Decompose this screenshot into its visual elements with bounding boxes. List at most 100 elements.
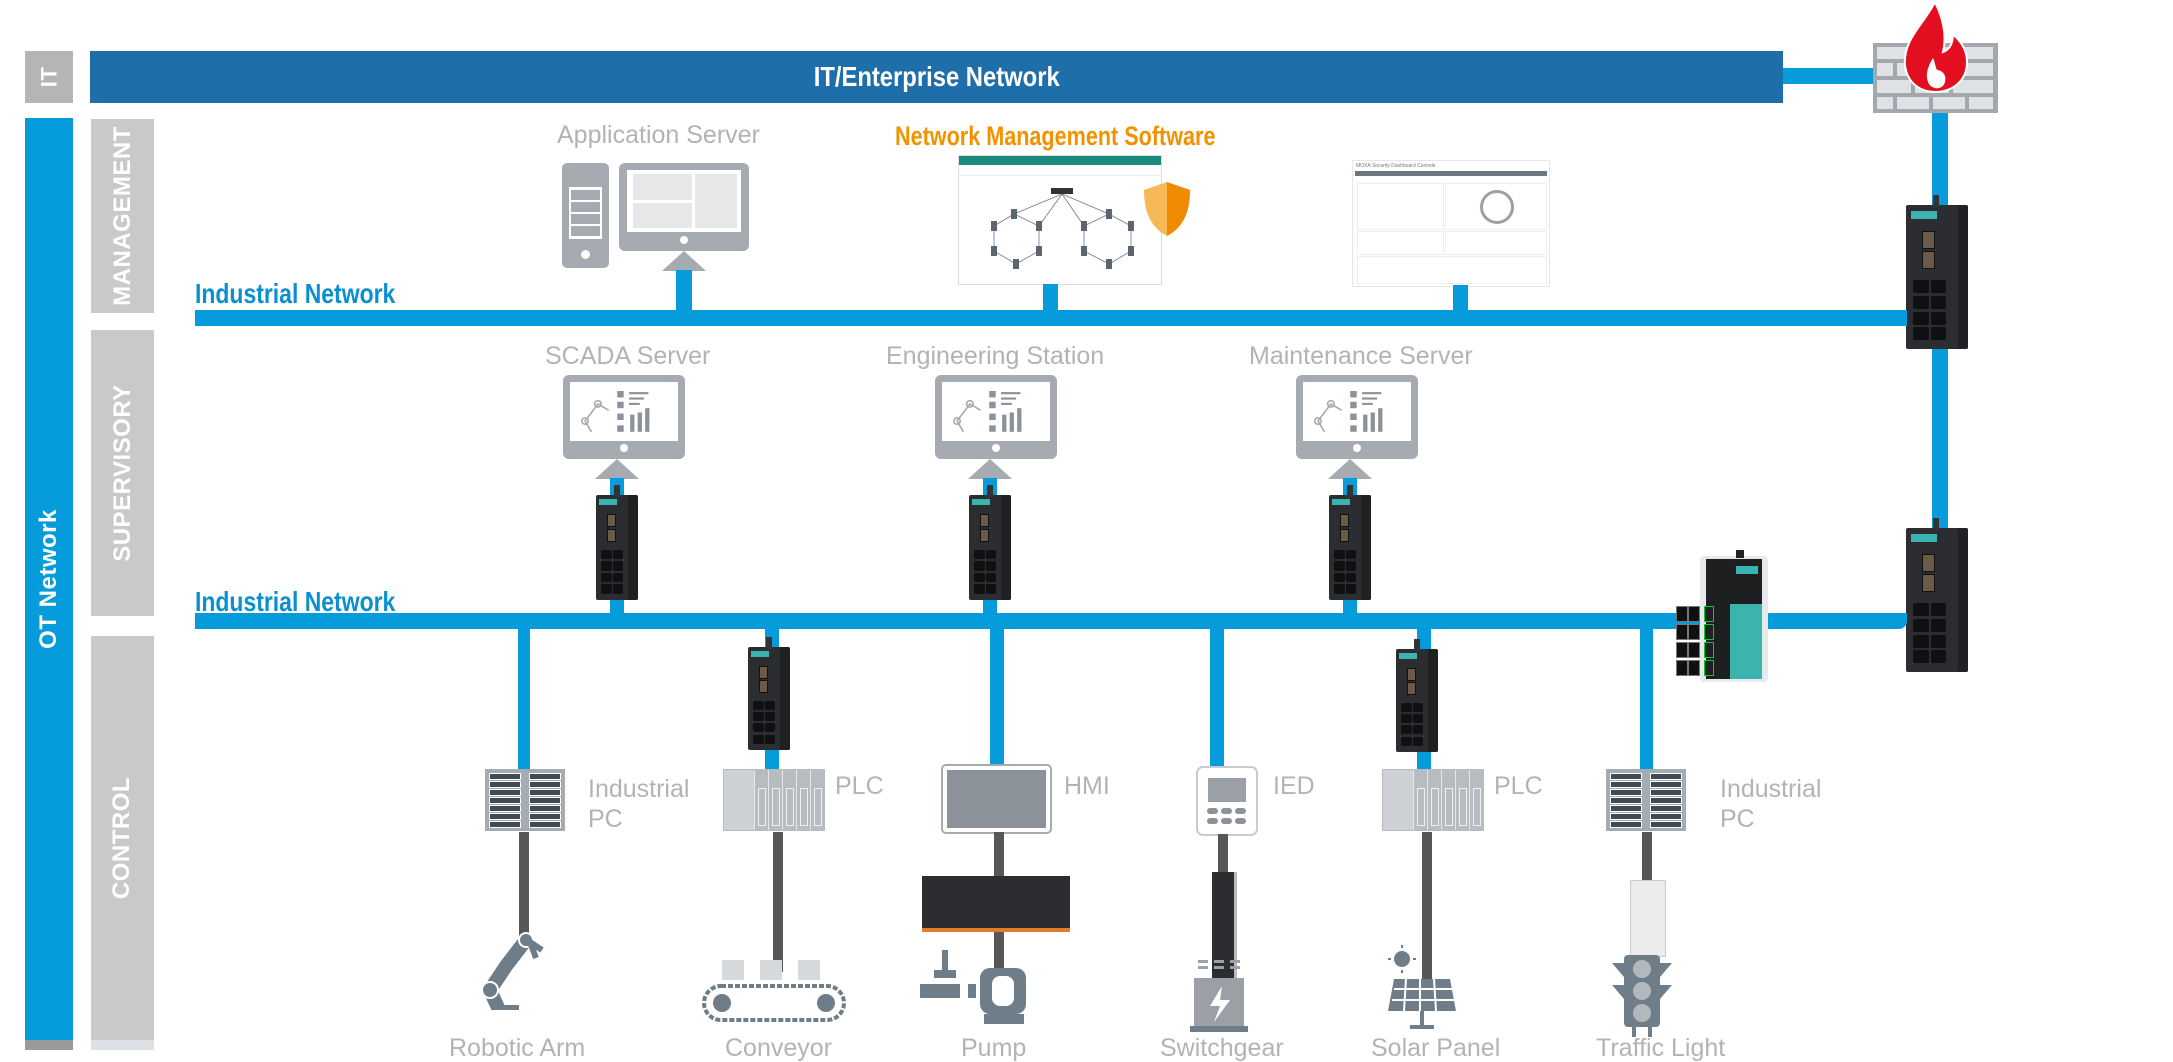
ied-button — [1221, 808, 1232, 814]
robotic-arm-label: Robotic Arm — [449, 1034, 586, 1062]
drive-bay — [489, 773, 521, 780]
engineering-station-label: Engineering Station — [886, 342, 1105, 370]
field-cable-2 — [773, 832, 783, 972]
drive-bay — [1610, 821, 1642, 828]
rj45-port — [1688, 606, 1700, 622]
plc-module — [1413, 770, 1428, 830]
drive-bay — [1610, 813, 1642, 820]
managed-ethernet-switch — [1676, 550, 1768, 682]
industrial-pc-icon-2 — [1606, 769, 1686, 831]
solar-panel-icon — [1380, 945, 1530, 1040]
monitor-stand — [595, 459, 639, 479]
scada-server-icon — [563, 375, 685, 459]
pump-icon — [920, 950, 1070, 1045]
router-vertical-link — [1932, 349, 1948, 529]
drive-bay — [529, 773, 561, 780]
drive-bay — [489, 789, 521, 796]
plc-module — [754, 770, 769, 830]
sfp-port — [1704, 642, 1714, 658]
supervisory-switch-1 — [596, 485, 638, 600]
dashboard-title: MOXA Security Dashboard Console — [1356, 163, 1436, 169]
drive-bay — [529, 781, 561, 788]
drive-bay — [1650, 773, 1682, 780]
hmi-screen — [947, 770, 1046, 828]
sfp-port — [1704, 624, 1714, 640]
monitor-stand — [1328, 459, 1372, 479]
control-switch-plc-1 — [748, 637, 790, 750]
field-cable-1 — [519, 832, 529, 942]
industrial-network-label-lower: Industrial Network — [195, 586, 396, 617]
industrial-pc-icon-1 — [485, 769, 565, 831]
field-cable-5 — [1422, 832, 1432, 982]
ied-button — [1235, 808, 1246, 814]
plc-module — [810, 770, 825, 830]
drive-bay — [489, 805, 521, 812]
industrial-pc-label-1-text: Industrial PC — [588, 775, 690, 833]
secure-router-top — [1906, 195, 1968, 349]
rj45-port — [1676, 606, 1688, 622]
conveyor-icon — [700, 960, 850, 1055]
maintenance-server-icon — [1296, 375, 1418, 459]
ied-icon — [1196, 766, 1258, 836]
shield-icon — [1142, 180, 1192, 238]
drive-bay — [1610, 805, 1642, 812]
monitor-stand — [968, 459, 1012, 479]
plc-label-1: PLC — [835, 772, 884, 800]
it-level-text: IT — [36, 66, 61, 88]
dashboard-drop — [1453, 285, 1468, 312]
plc-icon-1 — [723, 769, 825, 831]
industrial-pc-label-1: Industrial PC — [588, 774, 698, 834]
supervisory-switch-2 — [969, 485, 1011, 600]
application-server-drop — [676, 270, 692, 312]
drive-bay — [1650, 797, 1682, 804]
it-enterprise-network-label: IT/Enterprise Network — [813, 61, 1060, 92]
rj45-port — [1676, 660, 1688, 676]
industrial-network-label-upper: Industrial Network — [195, 278, 396, 309]
engineering-station-icon — [935, 375, 1057, 459]
application-server-icon — [562, 163, 752, 273]
nms-label: Network Management Software — [895, 121, 1216, 151]
plc-module — [796, 770, 811, 830]
drive-bay — [529, 821, 561, 828]
management-level-label: MANAGEMENT — [91, 119, 154, 313]
drive-bay — [1610, 797, 1642, 804]
plc-module — [1441, 770, 1456, 830]
plc-module — [1455, 770, 1470, 830]
drive-bay — [529, 789, 561, 796]
ied-button — [1207, 818, 1218, 824]
nms-drop — [1043, 284, 1058, 312]
rj45-port — [1688, 660, 1700, 676]
drive-bay — [529, 813, 561, 820]
supervisory-level-text: SUPERVISORY — [108, 384, 136, 562]
switchgear-icon — [1190, 960, 1340, 1055]
secure-router-bottom — [1906, 518, 1968, 672]
firewall-to-switch-link — [1932, 113, 1948, 208]
industrial-network-bus-lower — [195, 613, 1907, 629]
ot-network-bar: OT Network — [25, 118, 73, 1040]
drive-bay — [1650, 789, 1682, 796]
industrial-network-bus-upper — [195, 310, 1907, 326]
cellular-gateway — [1630, 880, 1666, 957]
robotic-arm-icon — [470, 920, 620, 1027]
control-switch-plc-2 — [1396, 639, 1438, 752]
it-enterprise-network-bar: IT/Enterprise Network — [90, 51, 1783, 103]
ipc-drop-1 — [518, 628, 530, 773]
drive-bay — [1610, 789, 1642, 796]
rj45-port — [1676, 624, 1688, 640]
it-firewall-link — [1783, 68, 1875, 84]
drive-bay — [489, 821, 521, 828]
hmi-label: HMI — [1064, 772, 1110, 800]
traffic-light-icon — [1612, 955, 1762, 1050]
control-level-label: CONTROL — [91, 636, 154, 1040]
ied-button — [1235, 818, 1246, 824]
control-level-text: CONTROL — [108, 776, 136, 900]
ot-bar-foot — [25, 1040, 73, 1050]
io-controller-device — [922, 876, 1070, 932]
rj45-port — [1676, 642, 1688, 658]
drive-bay — [1650, 805, 1682, 812]
ied-drop — [1210, 628, 1224, 773]
maintenance-server-label: Maintenance Server — [1249, 342, 1473, 370]
supervisory-level-label: SUPERVISORY — [91, 330, 154, 616]
ied-label: IED — [1273, 772, 1315, 800]
drive-bay — [529, 805, 561, 812]
